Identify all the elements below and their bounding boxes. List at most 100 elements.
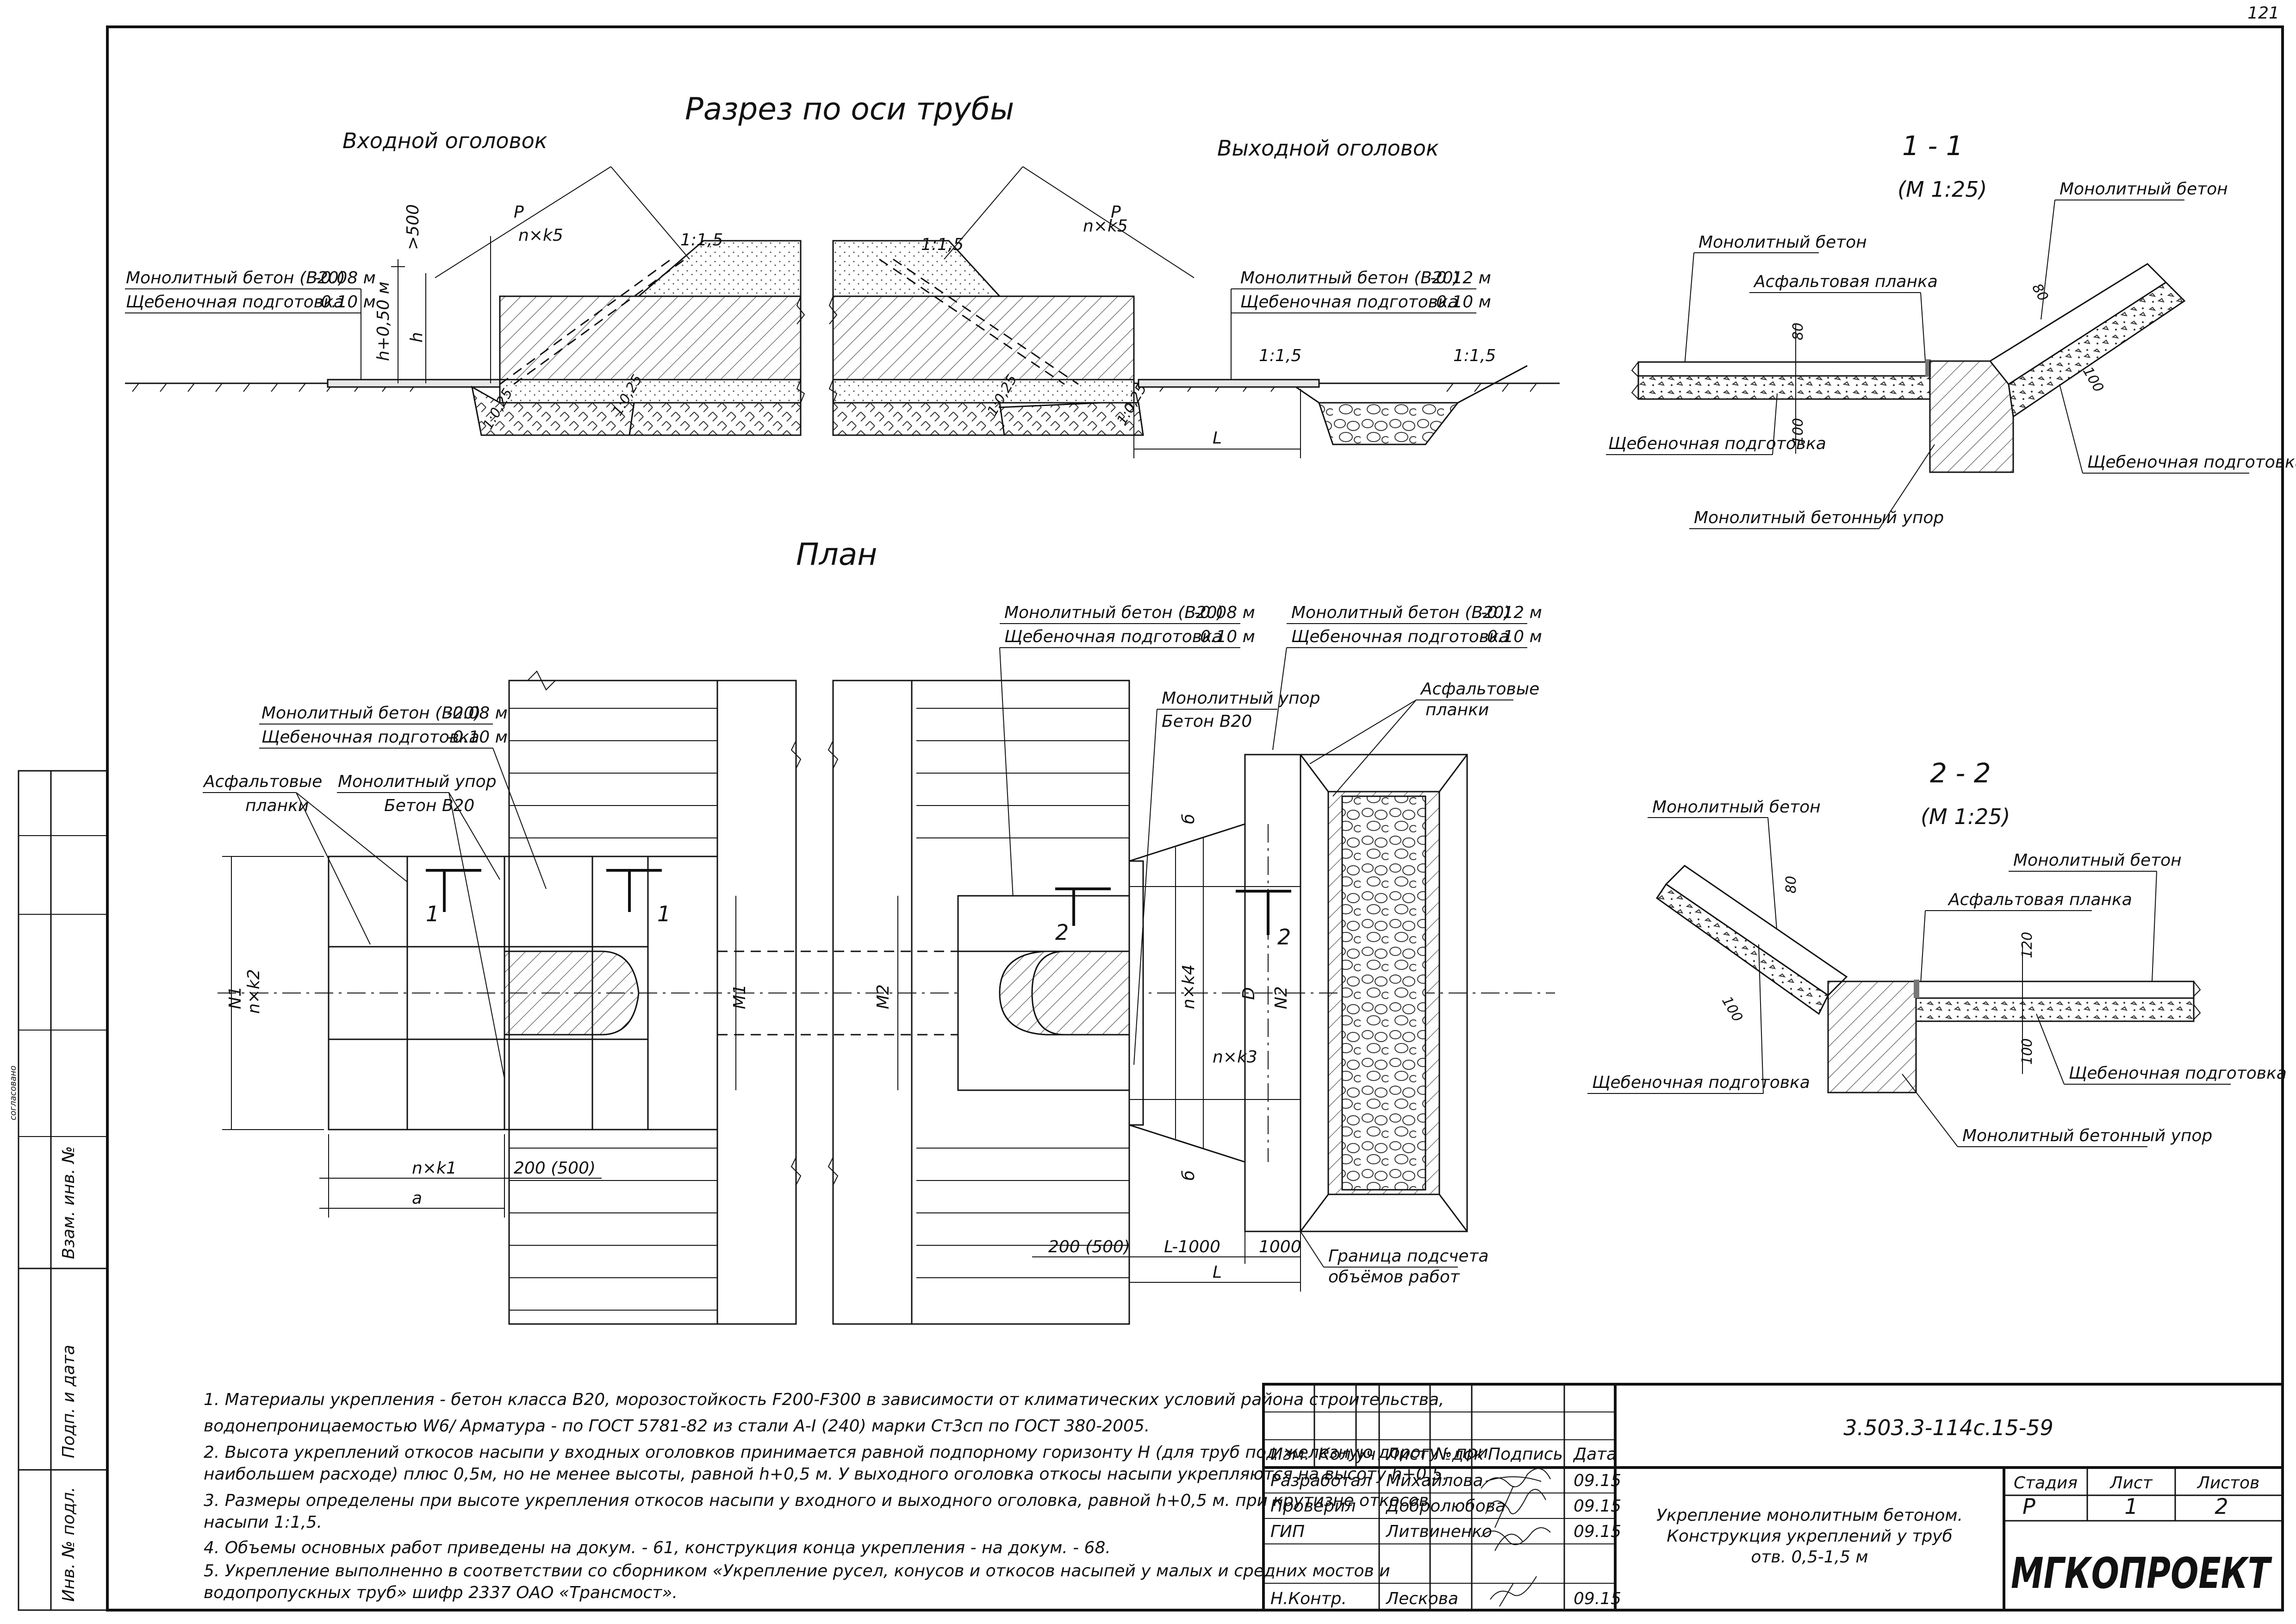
tb-code: 3.503.3-114с.15-59 [1843,1415,2053,1440]
tb-date-4: 09.15 [1574,1589,1621,1608]
note-line-7: 4. Объемы основных работ приведены на до… [204,1538,1111,1557]
section-1-1-title: 1 - 1 [1902,130,1963,162]
dim-nks-left: n×k5 [518,226,563,245]
plan-right-layer-1: Монолитный бетон (В20) [1291,603,1511,622]
dim-nk3: n×k3 [1213,1048,1257,1067]
signature-2 [1485,1486,1546,1528]
s11-concrete-right: Монолитный бетон [2060,180,2228,199]
dim-D: D [1239,987,1258,1000]
signature-4 [1490,1576,1537,1607]
plan-view: План Монолитный бетон (В20) -0.08 м Щебе… [203,537,1555,1325]
s11-d100-left: 100 [1790,418,1806,444]
note-line-9: водопропускных труб» шифр 2337 ОАО «Тран… [204,1583,678,1602]
section-1-1-scale: (М 1:25) [1898,177,1987,202]
outlet-layer-1: Монолитный бетон (В20) [1240,269,1460,287]
s22-concrete-right: Монолитный бетон [2013,851,2182,870]
s22-d80: 80 [1783,876,1799,893]
dim-b-top: б [1179,814,1198,824]
stop-left-l1: Монолитный упор [338,772,497,791]
plan-left-layer-2: Щебеночная подготовка [261,728,479,747]
plan-left-layer-1-value: -0.08 м [447,704,508,723]
s22-asphalt: Асфальтовая планка [1948,890,2132,909]
s22-concrete-left: Монолитный бетон [1652,798,1821,817]
tb-name-4: Лескова [1385,1589,1458,1608]
tb-desc-2: Конструкция укреплений у труб [1667,1527,1952,1546]
inlet-label: Входной оголовок [342,128,548,153]
signature-3 [1481,1527,1551,1551]
podp-data-label: Подп. и дата [59,1345,78,1458]
asphalt-right-l1: Асфальтовые [1420,680,1539,699]
plan-mid-layer-1: Монолитный бетон (В20) [1004,603,1224,622]
tb-head-list: Лист [1385,1445,1429,1464]
plan-right-layer-1-value: -0.12 м [1481,603,1542,622]
dim-N2: N2 [1272,986,1291,1009]
plan-right-layer-2-value: -0.10 м [1481,627,1542,646]
dim-h: h [407,332,426,343]
dim-nk2: n×k2 [244,969,263,1014]
section-1-1: 1 - 1 (М 1:25) Монолитный бетон Монолитн… [1606,130,2296,529]
tb-sheets-head: Листов [2196,1474,2259,1493]
tb-name-1: Михайлова [1386,1471,1483,1490]
tb-stage: Р [2022,1494,2035,1519]
s22-d100-right: 100 [2019,1038,2035,1065]
notes-block: 1. Материалы укрепления - бетон класса В… [204,1390,1488,1602]
slope-left: 1:1,5 [680,231,723,250]
dim-M2: M2 [874,984,893,1009]
dim-L1000: L-1000 [1164,1237,1220,1256]
s22-stop: Монолитный бетонный упор [1962,1126,2212,1145]
inlet-layer-1: Монолитный бетон (В20) [126,269,345,287]
plan-right-layer-2: Щебеночная подготовка [1291,627,1509,646]
s11-stop: Монолитный бетонный упор [1694,508,1944,527]
plan-title: План [796,537,877,572]
s22-gravel-right: Щебеночная подготовка [2069,1064,2287,1083]
dim-200-right: 200 (500) [1048,1237,1130,1256]
dim-nks-right: n×k5 [1083,217,1128,236]
tb-sheet: 1 [2124,1494,2138,1519]
note-line-5: 3. Размеры определены при высоте укрепле… [204,1491,1429,1510]
note-line-3: 2. Высота укреплений откосов насыпи у вх… [204,1443,1488,1462]
section-axis-title: Разрез по оси трубы [685,91,1014,127]
s11-asphalt: Асфальтовая планка [1753,272,1938,291]
tb-role-4: Н.Контр. [1270,1589,1347,1608]
s22-gravel-left: Щебеночная подготовка [1592,1073,1810,1092]
tb-date-2: 09.15 [1574,1497,1621,1516]
slope-ditch-left: 1:1,5 [1259,346,1301,365]
dim-200-left: 200 (500) [514,1159,596,1178]
section-2-2: 2 - 2 (М 1:25) Монолитный бетон Монолитн… [1587,757,2287,1147]
dim-M1: M1 [730,984,749,1009]
outlet-layer-2: Щебеночная подготовка [1240,293,1458,312]
tb-head-date: Дата [1573,1445,1617,1464]
tb-name-2: Добролюбова [1385,1497,1506,1516]
note-line-4: наибольшем расходе) плюс 0,5м, но не мен… [204,1465,1448,1484]
inv-podl-label: Инв. № подл. [59,1487,78,1602]
dim-P-left: P [514,203,524,222]
cut-2-left: 2 [1055,920,1069,945]
s11-gravel-right: Щебеночная подготовка [2087,453,2296,472]
s22-d120: 120 [2019,932,2035,958]
section-2-2-title: 2 - 2 [1930,757,1991,789]
tb-head-doc: №док [1434,1445,1484,1464]
cut-1-left: 1 [426,901,439,926]
s11-gravel-left: Щебеночная подготовка [1608,434,1826,453]
boundary-l1: Граница подсчета [1328,1247,1489,1266]
tb-stage-head: Стадия [2014,1474,2078,1493]
dim-nk1: n×k1 [412,1159,457,1178]
cut-1-right: 1 [657,901,671,926]
left-strip: Взам. инв. № Подп. и дата Инв. № подл. с… [8,770,108,1611]
dim-nk4: n×k4 [1179,964,1198,1009]
note-line-6: насыпи 1:1,5. [204,1513,322,1532]
asphalt-right-l2: планки [1425,700,1489,719]
plan-left-layer-2-value: -0.10 м [447,728,508,747]
inlet-layer-2: Щебеночная подготовка [126,293,344,312]
outlet-layer-1-value: -0.12 м [1430,269,1491,287]
section-axis: Разрез по оси трубы Входной оголовок Вых… [125,91,1560,458]
inlet-layer-1-value: -0.08 м [315,269,376,287]
tb-desc-1: Укрепление монолитным бетоном. [1656,1506,1963,1525]
vzam-inv-label: Взам. инв. № [59,1146,78,1259]
tb-sheet-head: Лист [2109,1474,2153,1493]
plan-mid-layer-2-value: -0.10 м [1194,627,1255,646]
tb-sheets: 2 [2215,1494,2228,1519]
cut-2-right: 2 [1277,924,1291,949]
signature-1 [1481,1468,1551,1489]
